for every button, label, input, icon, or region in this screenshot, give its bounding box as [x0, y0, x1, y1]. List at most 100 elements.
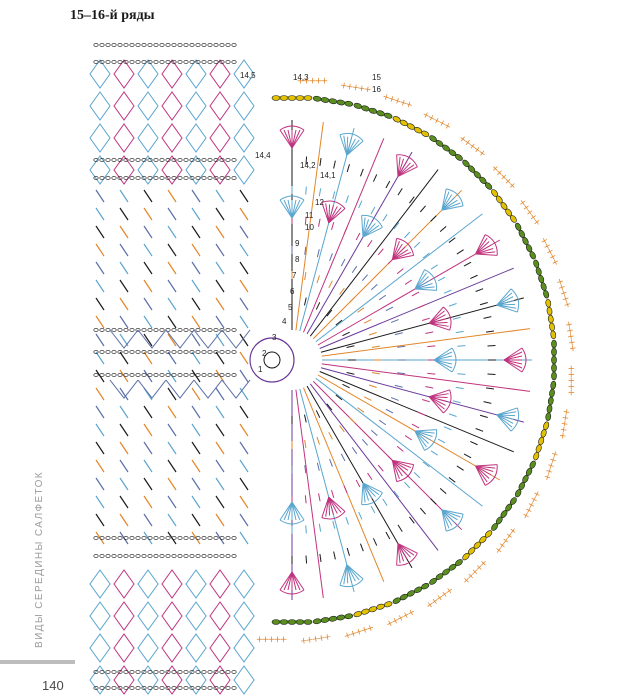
- row-label: 6: [290, 287, 295, 296]
- chain-stitch: [219, 670, 225, 674]
- chain-stitch: [213, 350, 219, 354]
- column-stitch: [239, 405, 249, 419]
- row-label: 1: [258, 365, 263, 374]
- chain-stitch: [123, 686, 129, 690]
- fan-stitch: [346, 564, 353, 583]
- stitch-mark: [422, 252, 430, 259]
- fan-stitch: [392, 459, 414, 466]
- chain-stitch: [165, 43, 171, 47]
- plus-stitch: +: [543, 246, 555, 257]
- chain-stitch: [93, 60, 99, 64]
- stitch-mark: [430, 498, 437, 505]
- column-stitch: [95, 333, 105, 347]
- stitch-mark: [346, 164, 350, 173]
- fan-stitch: [503, 359, 523, 369]
- chain-stitch: [201, 328, 207, 332]
- chain-stitch: [295, 95, 305, 101]
- chain-stitch: [271, 619, 281, 625]
- fan-stitch: [496, 304, 518, 313]
- row-label: 14,3: [293, 73, 309, 82]
- chain-stitch: [159, 60, 165, 64]
- diamond-motif: [233, 59, 255, 89]
- stitch-mark: [332, 520, 336, 529]
- stitch-mark: [357, 407, 365, 413]
- fan-arc: [446, 188, 464, 206]
- stitch-spoke: [317, 374, 501, 481]
- chain-stitch: [295, 619, 305, 625]
- fan-stitch: [503, 347, 523, 361]
- plus-stitch: +: [262, 633, 270, 643]
- stitch-mark: [409, 196, 415, 204]
- row-label: 16: [372, 85, 381, 94]
- fan-motif: [433, 347, 457, 373]
- fan-stitch: [475, 241, 490, 255]
- fan-stitch: [441, 509, 450, 529]
- zigzag: [193, 329, 223, 349]
- fan-stitch: [433, 359, 453, 369]
- fan-stitch: [279, 571, 293, 591]
- chain-stitch: [207, 686, 213, 690]
- fan-stitch: [346, 564, 356, 582]
- stitch-mark: [304, 216, 307, 225]
- plus-stitch: +: [426, 112, 437, 124]
- fan-stitch: [328, 205, 334, 223]
- zigzag: [221, 379, 251, 399]
- column-stitch: [119, 495, 129, 509]
- stitch-mark: [340, 453, 346, 462]
- stitch-mark: [363, 319, 372, 324]
- chain-stitch: [105, 176, 111, 180]
- column-stitch: [191, 495, 201, 509]
- chain-stitch: [177, 350, 183, 354]
- plus-stitch: +: [565, 338, 576, 347]
- fan-stitch: [414, 430, 426, 451]
- fan-stitch: [429, 318, 447, 324]
- edge-chain: [353, 601, 393, 618]
- chain-stitch: [93, 670, 99, 674]
- fan-arc: [279, 519, 305, 525]
- fan-stitch: [362, 226, 383, 238]
- fan-motifs: [279, 125, 527, 595]
- row-label: 14,5: [240, 71, 256, 80]
- stitch-mark: [345, 195, 349, 204]
- stitch-mark: [326, 309, 333, 317]
- stitch-mark: [487, 344, 496, 347]
- chain-stitch: [99, 554, 105, 558]
- plus-stitch: +: [420, 110, 431, 122]
- column-stitch: [167, 315, 177, 329]
- zigzag: [165, 379, 195, 399]
- page-marker-bar: [0, 660, 75, 664]
- chain-stitch: [219, 554, 225, 558]
- diamond-motif: [161, 633, 183, 663]
- plus-stitch: +: [384, 617, 395, 629]
- chain-stitch: [189, 373, 195, 377]
- diamond-motif: [161, 601, 183, 631]
- chain-stitch: [543, 290, 550, 299]
- fan-stitch: [414, 430, 427, 448]
- column-stitch: [191, 423, 201, 437]
- chain-stitch: [153, 373, 159, 377]
- diamond-motif: [137, 59, 159, 89]
- chain-stitch: [484, 182, 493, 190]
- fan-stitch: [441, 509, 461, 518]
- chain-stitch: [105, 328, 111, 332]
- chain-stitch: [177, 158, 183, 162]
- plus-stitch: +: [526, 212, 539, 224]
- stitch-mark: [437, 276, 446, 282]
- stitch-mark: [430, 215, 437, 222]
- chain-stitch: [225, 60, 231, 64]
- fan-stitch: [475, 247, 494, 255]
- edge-picot: +++++: [489, 163, 518, 192]
- fan-stitch: [291, 571, 301, 591]
- chain-stitch: [207, 536, 213, 540]
- chain-stitch: [147, 536, 153, 540]
- chain-stitch: [231, 328, 237, 332]
- column-stitch: [215, 225, 225, 239]
- diamond-motif: [161, 569, 183, 599]
- chain-stitch: [153, 350, 159, 354]
- stitch-mark: [404, 231, 411, 239]
- fan-stitch: [392, 459, 411, 468]
- chain-stitch: [105, 554, 111, 558]
- stitch-mark: [305, 186, 307, 195]
- column-motifs: [89, 43, 255, 695]
